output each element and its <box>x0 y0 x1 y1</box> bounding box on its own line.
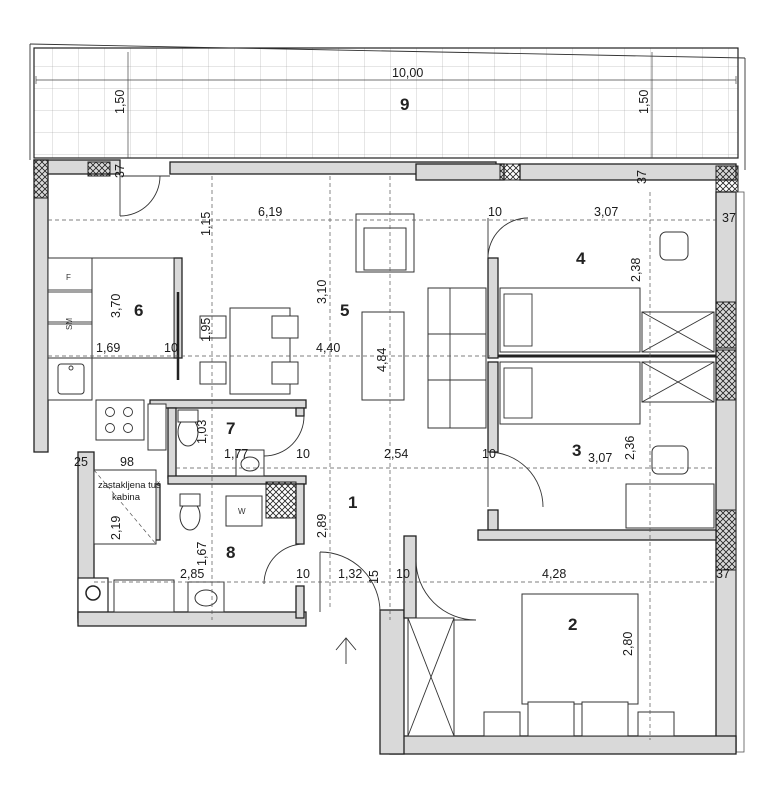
dim-terrace-depth-right: 1,50 <box>637 90 651 114</box>
room-9-label: 9 <box>400 95 409 114</box>
dim-bath8-285: 2,85 <box>180 567 204 581</box>
dim-room3-width: 3,07 <box>588 451 612 465</box>
dim-hall-254: 2,54 <box>384 447 408 461</box>
dimension-lines <box>48 176 716 740</box>
dim-wall-37-top-right: 37 <box>635 170 649 184</box>
dim-wall-37-mid-right: 37 <box>716 567 730 581</box>
outer-walls <box>33 159 745 755</box>
dim-living-115: 1,15 <box>199 212 213 236</box>
dim-room2-depth: 2,80 <box>621 632 635 656</box>
dim-kitchen-169: 1,69 <box>96 341 120 355</box>
room-2-label: 2 <box>568 615 577 634</box>
dim-living-310: 3,10 <box>315 280 329 304</box>
dim-living-195: 1,95 <box>199 318 213 342</box>
dim-bath8-167: 1,67 <box>195 542 209 566</box>
room-5-label: 5 <box>340 301 349 320</box>
doors <box>119 175 544 621</box>
dishwasher-label: SM <box>65 318 74 330</box>
fridge-label: F <box>66 273 71 282</box>
dim-bath7-103: 1,03 <box>195 420 209 444</box>
dim-terrace-width: 10,00 <box>392 66 423 80</box>
room-3-label: 3 <box>572 441 581 460</box>
dim-wall-10-hall: 10 <box>482 447 496 461</box>
dim-wall-10-b7: 10 <box>296 447 310 461</box>
room-1-label: 1 <box>348 493 357 512</box>
dim-room2-width: 4,28 <box>542 567 566 581</box>
dim-kitchen-370: 3,70 <box>109 294 123 318</box>
dim-kitchen-10: 10 <box>164 341 178 355</box>
dim-terrace-depth-left: 1,50 <box>113 90 127 114</box>
room-8-label: 8 <box>226 543 235 562</box>
dim-living-484: 4,84 <box>375 348 389 372</box>
appliance-labels: F SM W <box>65 273 246 516</box>
dim-bath7-177: 1,77 <box>224 447 248 461</box>
furniture <box>47 213 715 737</box>
room-numbers: 1 2 3 4 5 6 7 8 9 <box>134 95 586 634</box>
dim-hall-15: 15 <box>367 570 381 584</box>
dimension-labels: 10,00 1,50 1,50 37 37 37 37 6,19 1,15 10… <box>74 66 736 656</box>
dim-wall-10-r2: 10 <box>396 567 410 581</box>
shower-label-2: kabina <box>112 492 141 503</box>
dim-wall-37-right: 37 <box>722 211 736 225</box>
dim-hall-132: 1,32 <box>338 567 362 581</box>
dim-shower-98: 98 <box>120 455 134 469</box>
dim-living-440: 4,40 <box>316 341 340 355</box>
terrace <box>29 43 746 170</box>
room-7-label: 7 <box>226 419 235 438</box>
shower-label-1: zastakljena tuš <box>98 480 161 491</box>
dim-room3-depth: 2,36 <box>623 436 637 460</box>
dim-room4-width: 3,07 <box>594 205 618 219</box>
dim-wall-37-top-left: 37 <box>113 164 127 178</box>
dim-wall-10-b8: 10 <box>296 567 310 581</box>
dim-bath8-219: 2,19 <box>109 516 123 540</box>
dim-wall-25: 25 <box>74 455 88 469</box>
entrance-arrow <box>335 637 357 664</box>
dim-hall-289: 2,89 <box>315 514 329 538</box>
room-4-label: 4 <box>576 249 586 268</box>
dim-room4-depth: 2,38 <box>629 258 643 282</box>
room-6-label: 6 <box>134 301 143 320</box>
washer-label: W <box>238 507 246 516</box>
dim-wall-10-top: 10 <box>488 205 502 219</box>
dim-living-width: 6,19 <box>258 205 282 219</box>
